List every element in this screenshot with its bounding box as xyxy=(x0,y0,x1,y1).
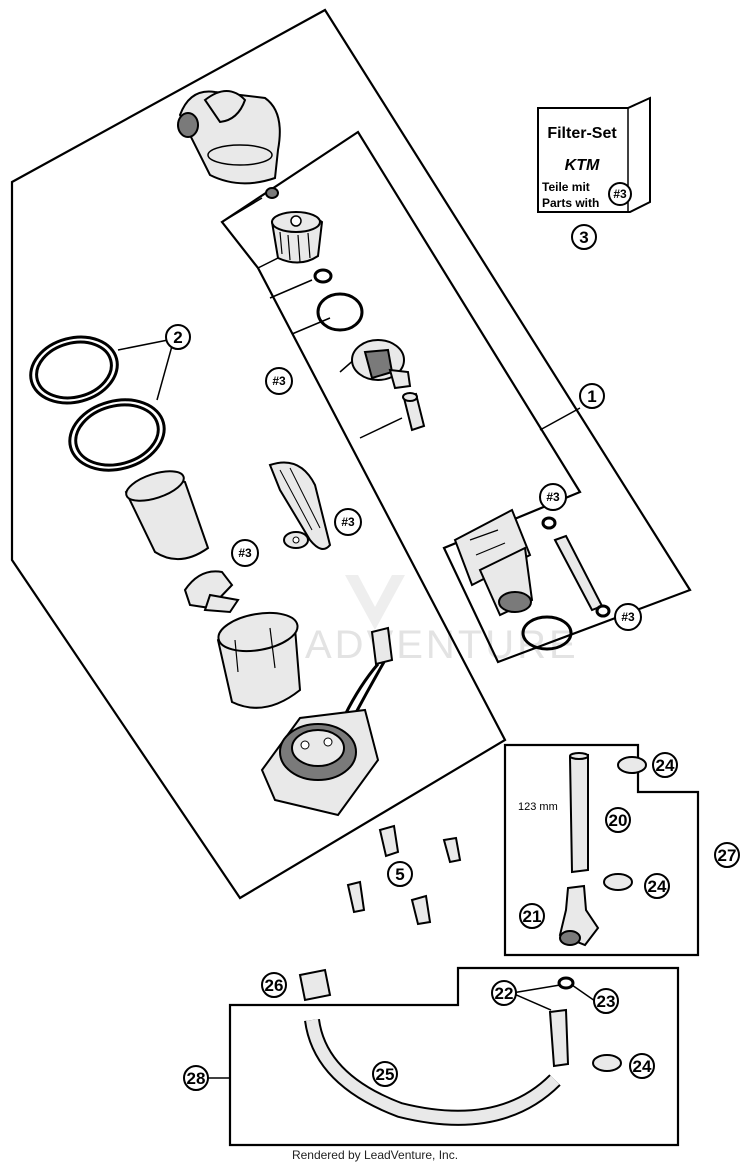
strainer-part xyxy=(268,461,332,550)
footer-credit: Rendered by LeadVenture, Inc. xyxy=(291,1148,459,1162)
fitting-seal-23 xyxy=(557,976,575,990)
svg-text:24: 24 xyxy=(633,1057,652,1076)
svg-text:21: 21 xyxy=(523,907,542,926)
watermark-text: ADVENTURE xyxy=(305,623,579,667)
svg-text:#3: #3 xyxy=(613,187,627,201)
pressure-regulator-part xyxy=(351,339,412,390)
callout-1: 1 xyxy=(579,383,605,409)
oring-bottom xyxy=(521,615,573,651)
svg-text:27: 27 xyxy=(718,846,737,865)
pump-flange-part xyxy=(260,708,380,817)
callout-28: 28 xyxy=(183,1065,209,1091)
callout-23: 23 xyxy=(593,988,619,1014)
fuel-hose-part xyxy=(568,752,589,874)
svg-text:#3: #3 xyxy=(546,490,560,504)
svg-text:#3: #3 xyxy=(238,546,252,560)
screw-part-3 xyxy=(346,880,366,914)
ref-badge-4: #3 xyxy=(539,483,567,511)
hose-length-label: 123 mm xyxy=(518,801,558,813)
pump-sleeve-part xyxy=(124,470,210,560)
callout-20: 20 xyxy=(605,807,631,833)
filter-set-line1: Teile mit xyxy=(542,180,590,194)
filter-tube-part xyxy=(402,392,426,432)
callout-21: 21 xyxy=(519,903,545,929)
callout-24-lower: 24 xyxy=(629,1053,655,1079)
fuel-pump-assembly-outline xyxy=(10,8,692,900)
svg-text:5: 5 xyxy=(395,865,404,884)
connector-26-part xyxy=(298,968,332,1002)
svg-text:24: 24 xyxy=(656,756,675,775)
callout-22: 22 xyxy=(491,980,517,1006)
svg-text:22: 22 xyxy=(495,984,514,1003)
leader-lines xyxy=(117,339,698,1079)
filter-set-box xyxy=(537,96,651,213)
small-seal-lower xyxy=(595,604,611,618)
ref-badge-5: #3 xyxy=(614,603,642,631)
seal-ring-small xyxy=(313,268,333,284)
pump-head-part xyxy=(177,90,281,185)
callout-2: 2 xyxy=(165,324,191,350)
callout-5: 5 xyxy=(387,861,413,887)
ref-badge-3: #3 xyxy=(231,539,259,567)
svg-text:28: 28 xyxy=(187,1069,206,1088)
svg-text:23: 23 xyxy=(597,992,616,1011)
watermark-logo xyxy=(345,575,405,630)
svg-text:3: 3 xyxy=(579,228,588,247)
callout-26: 26 xyxy=(261,972,287,998)
callout-3: 3 xyxy=(571,224,597,250)
svg-text:2: 2 xyxy=(173,328,182,347)
screw-part-2 xyxy=(442,836,462,864)
filter-set-title: Filter-Set xyxy=(547,125,617,142)
oring-medium xyxy=(316,292,364,332)
filter-set-ref-badge: #3 xyxy=(608,182,632,206)
callout-27: 27 xyxy=(714,842,740,868)
callout-25: 25 xyxy=(372,1061,398,1087)
wire-connector-part xyxy=(343,626,394,721)
small-seal-upper xyxy=(541,516,557,530)
svg-text:#3: #3 xyxy=(621,610,635,624)
hose-fitting-part xyxy=(548,1008,570,1068)
callout-24-upper: 24 xyxy=(652,752,678,778)
fuel-hose-long-part xyxy=(304,1018,561,1126)
quick-connector-part xyxy=(558,884,600,947)
filter-group-bracket xyxy=(221,197,403,439)
svg-text:#3: #3 xyxy=(341,515,355,529)
connecting-tube-part xyxy=(553,534,604,612)
hose-clamp-lower xyxy=(592,1054,622,1072)
oring-large-lower xyxy=(68,398,166,472)
small-oring-part xyxy=(265,187,279,199)
fuel-filter-part xyxy=(270,211,324,264)
fuel-hose-kit-box xyxy=(503,743,700,957)
ref-badge-2: #3 xyxy=(334,508,362,536)
pump-holder-part xyxy=(216,611,302,709)
svg-text:26: 26 xyxy=(265,976,284,995)
svg-text:#3: #3 xyxy=(272,374,286,388)
filter-set-brand: KTM xyxy=(565,157,600,174)
hose-clamp-middle xyxy=(603,873,633,891)
screw-part-1 xyxy=(378,824,400,858)
filter-set-line2: Parts with xyxy=(542,196,599,210)
hose-kit-box xyxy=(228,966,680,1147)
bracket-part xyxy=(183,570,240,614)
screw-part-4 xyxy=(410,894,432,926)
clip-part xyxy=(283,531,309,549)
callout-24-middle: 24 xyxy=(644,873,670,899)
svg-text:24: 24 xyxy=(648,877,667,896)
hose-clamp-upper xyxy=(617,756,647,774)
svg-text:1: 1 xyxy=(587,387,596,406)
oring-large-upper xyxy=(29,335,119,405)
ref-badge-1: #3 xyxy=(265,367,293,395)
fuel-pump-motor-part xyxy=(453,508,534,617)
svg-text:25: 25 xyxy=(376,1065,395,1084)
svg-text:20: 20 xyxy=(609,811,628,830)
